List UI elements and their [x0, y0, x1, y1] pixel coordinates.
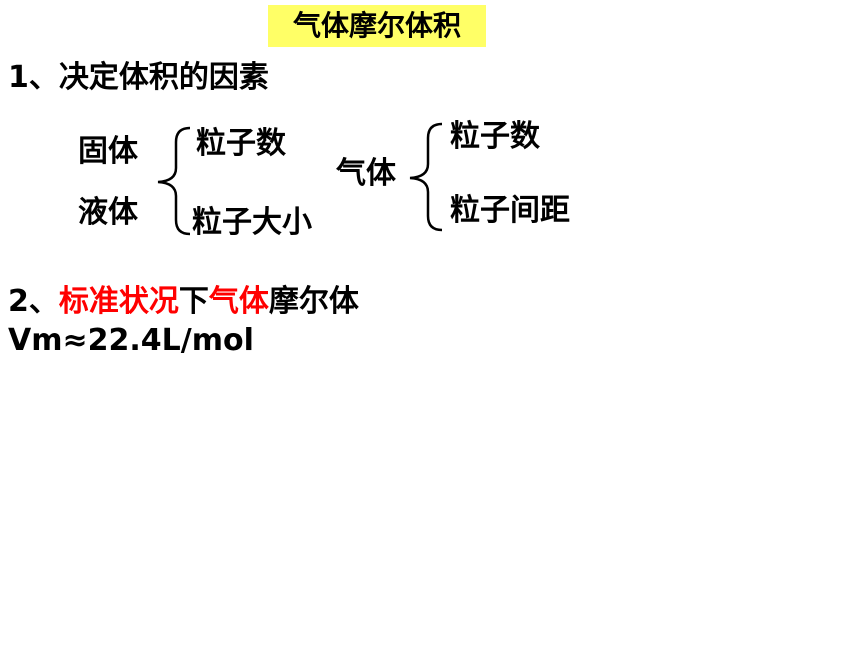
highlight-standard-conditions: 标准状况	[58, 284, 179, 319]
left-brace-2	[409, 122, 443, 232]
left-brace-1	[157, 126, 191, 236]
section-1-heading: 1、决定体积的因素	[8, 60, 269, 95]
factor-particle-distance: 粒子间距	[450, 193, 570, 228]
highlight-gas: 气体	[208, 284, 269, 319]
liquid-label: 液体	[78, 195, 138, 230]
solid-label: 固体	[78, 134, 138, 169]
section-2-middle: 下	[178, 284, 209, 319]
page-title: 气体摩尔体积	[268, 5, 486, 47]
molar-volume-formula: Vm≈22.4L/mol	[8, 323, 254, 358]
factor-particle-count-1: 粒子数	[196, 126, 286, 161]
factor-particle-count-2: 粒子数	[450, 119, 540, 154]
section-2-prefix: 2、	[8, 284, 59, 319]
section-2-heading: 2、标准状况下气体摩尔体	[8, 282, 359, 322]
section-2-suffix: 摩尔体	[268, 284, 359, 319]
gas-label: 气体	[336, 156, 396, 191]
factor-particle-size: 粒子大小	[192, 205, 312, 240]
